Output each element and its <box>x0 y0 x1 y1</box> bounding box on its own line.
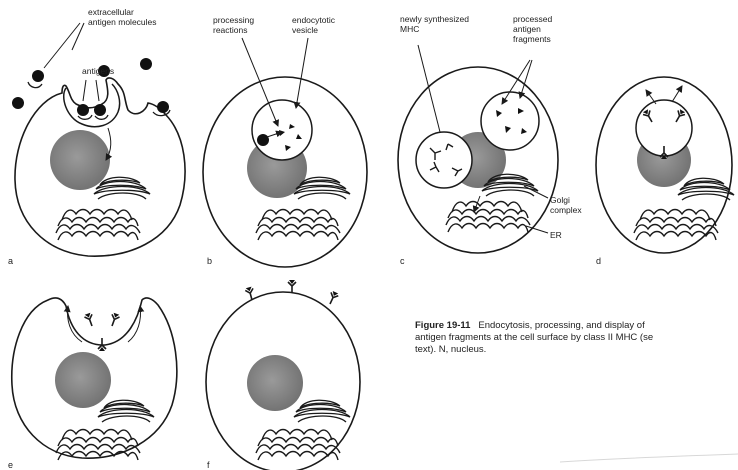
panel-letter-c: c <box>400 256 405 266</box>
er-f <box>256 430 340 461</box>
antigen-molecule <box>32 70 44 82</box>
label-endocytotic: endocytotic <box>292 15 336 25</box>
caption-line-3: text). N, nucleus. <box>415 344 737 356</box>
scan-artifact-line <box>560 454 738 462</box>
pointer-line <box>96 80 99 101</box>
label-golgi: Golgi <box>550 195 570 205</box>
antigen-molecule <box>257 134 269 146</box>
label-antigen: antigen <box>513 24 541 34</box>
nucleus-a <box>50 130 110 190</box>
nucleus-e <box>55 352 111 408</box>
panel-letter-a: a <box>8 256 13 266</box>
label-reactions: reactions <box>213 25 248 35</box>
antigen-molecule <box>12 97 24 109</box>
panel-a: extracellular antigen molecules antigens… <box>8 7 185 266</box>
label-newly-synthesized: newly synthesized <box>400 14 469 24</box>
endocytotic-vesicle-b <box>252 100 312 160</box>
antigen-vesicle-c <box>481 92 539 150</box>
label-antigen-molecules: antigen molecules <box>88 17 157 27</box>
golgi-e <box>98 400 154 422</box>
caption-line-1: Figure 19-11 Endocytosis, processing, an… <box>415 320 737 332</box>
pointer-line <box>44 23 80 68</box>
panel-f: f <box>206 280 360 470</box>
panel-letter-d: d <box>596 256 601 266</box>
label-complex: complex <box>550 205 582 215</box>
figure-number: Figure 19-11 <box>415 320 470 331</box>
er-c <box>446 202 530 233</box>
antigen-molecule <box>157 101 169 113</box>
golgi-f <box>294 400 350 422</box>
mhc-vesicle-c <box>416 132 472 188</box>
label-vesicle: vesicle <box>292 25 318 35</box>
panel-b: processing reactions endocytotic vesicle… <box>203 15 367 267</box>
receptor <box>28 82 42 88</box>
nucleus-f <box>247 355 303 411</box>
pointer-line <box>72 23 84 50</box>
panel-letter-b: b <box>207 256 212 266</box>
label-processed: processed <box>513 14 552 24</box>
mhc-antigen-complex <box>288 280 296 293</box>
mhc-antigen-complex <box>108 312 120 327</box>
antigen-molecule <box>77 104 89 116</box>
membrane-pocket-a <box>64 84 120 127</box>
label-mhc: MHC <box>400 24 419 34</box>
arrow <box>672 86 682 102</box>
caption-text-1: Endocytosis, processing, and display of <box>478 320 644 331</box>
caption-line-2: antigen fragments at the cell surface by… <box>415 332 737 344</box>
mhc-antigen-complex <box>84 312 96 327</box>
label-antigens: antigens <box>82 66 114 76</box>
pointer-line <box>418 45 440 132</box>
panel-letter-f: f <box>207 460 210 470</box>
label-extracellular: extracellular <box>88 7 134 17</box>
arrow <box>646 90 656 104</box>
er-d <box>634 210 718 241</box>
panel-d: d <box>596 77 734 266</box>
panel-c: newly synthesized MHC processed antigen … <box>398 14 582 266</box>
antigen-molecule <box>140 58 152 70</box>
pointer-line <box>83 80 86 101</box>
label-processing: processing <box>213 15 254 25</box>
panel-e: e <box>8 298 177 470</box>
figure-caption: Figure 19-11 Endocytosis, processing, an… <box>415 320 737 356</box>
golgi-a <box>94 177 150 199</box>
panel-letter-e: e <box>8 460 13 470</box>
pointer-line <box>296 38 308 108</box>
mhc-antigen-complex <box>326 291 339 306</box>
er-b <box>256 210 340 241</box>
label-fragments: fragments <box>513 34 551 44</box>
golgi-d <box>678 178 734 200</box>
er-a <box>56 210 140 241</box>
label-er: ER <box>550 230 562 240</box>
antigen-molecule <box>94 104 106 116</box>
